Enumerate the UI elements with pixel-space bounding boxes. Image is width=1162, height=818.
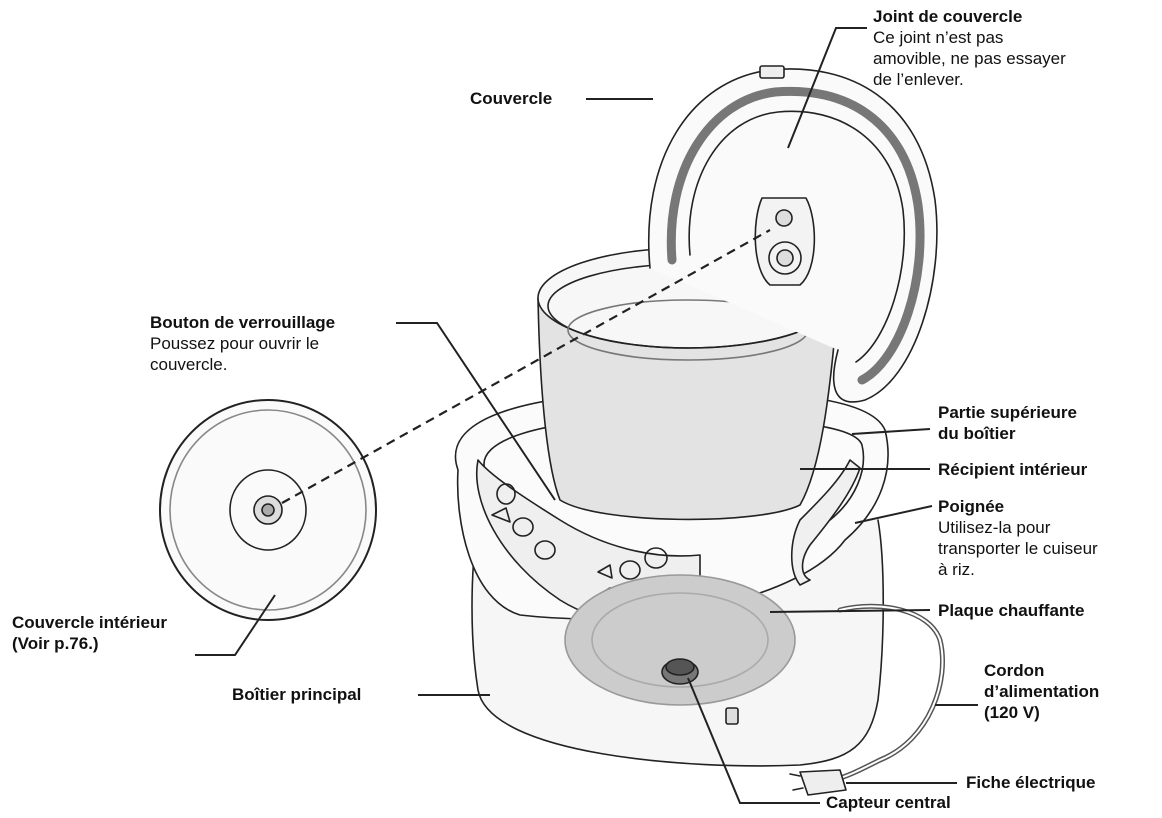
label-upper-body: Partie supérieure du boîtier [938,402,1077,444]
label-lid: Couvercle [470,89,553,108]
label-lock-button-note-1: Poussez pour ouvrir le [150,334,320,353]
label-handle: Poignée Utilisez-la pour transporter le … [938,496,1098,580]
label-lock-button: Bouton de verrouillage Poussez pour ouvr… [150,312,335,375]
assembly-dashed-line [281,229,771,504]
label-inner-lid-2: (Voir p.76.) [12,634,99,653]
label-handle-note-2: transporter le cuiseur [938,539,1098,558]
label-handle-note-3: à riz. [938,560,975,579]
label-handle-title: Poignée [938,497,1005,516]
leader-bouton [396,322,556,501]
label-power-cord-2: d’alimentation [984,682,1100,701]
handle [790,459,861,586]
power-plug-icon [789,769,847,796]
label-lid-gasket-note-1: Ce joint n’est pas [873,28,1004,47]
heating-plate [564,574,796,706]
leader-partie [851,428,931,435]
lid-gasket [666,86,925,385]
label-lid-gasket: Joint de couvercle Ce joint n’est pas am… [873,6,1066,90]
label-power-plug: Fiche électrique [966,773,1096,792]
label-inner-lid: Couvercle intérieur (Voir p.76.) [12,612,167,654]
label-lid-gasket-note-3: de l’enlever. [873,70,964,89]
label-lid-gasket-title: Joint de couvercle [873,7,1023,26]
label-lock-button-note-2: couvercle. [150,355,228,374]
label-power-cord-3: (120 V) [984,703,1040,722]
label-inner-lid-1: Couvercle intérieur [12,613,167,632]
label-main-body: Boîtier principal [232,685,362,704]
label-heating-plate: Plaque chauffante [938,601,1085,620]
leader-couv-int [195,594,276,656]
label-power-cord-1: Cordon [984,661,1045,680]
label-upper-body-1: Partie supérieure [938,403,1077,422]
label-lid-gasket-note-2: amovible, ne pas essayer [873,49,1066,68]
label-upper-body-2: du boîtier [938,424,1016,443]
label-center-sensor: Capteur central [826,793,951,812]
label-power-cord: Cordon d’alimentation (120 V) [984,660,1099,723]
label-handle-note-1: Utilisez-la pour [938,518,1051,537]
label-inner-pot: Récipient intérieur [938,460,1088,479]
leader-poignee [854,505,933,524]
leader-capteur [687,677,820,804]
leader-joint [787,27,867,149]
label-lock-button-title: Bouton de verrouillage [150,313,336,332]
leader-plaque [769,609,931,613]
